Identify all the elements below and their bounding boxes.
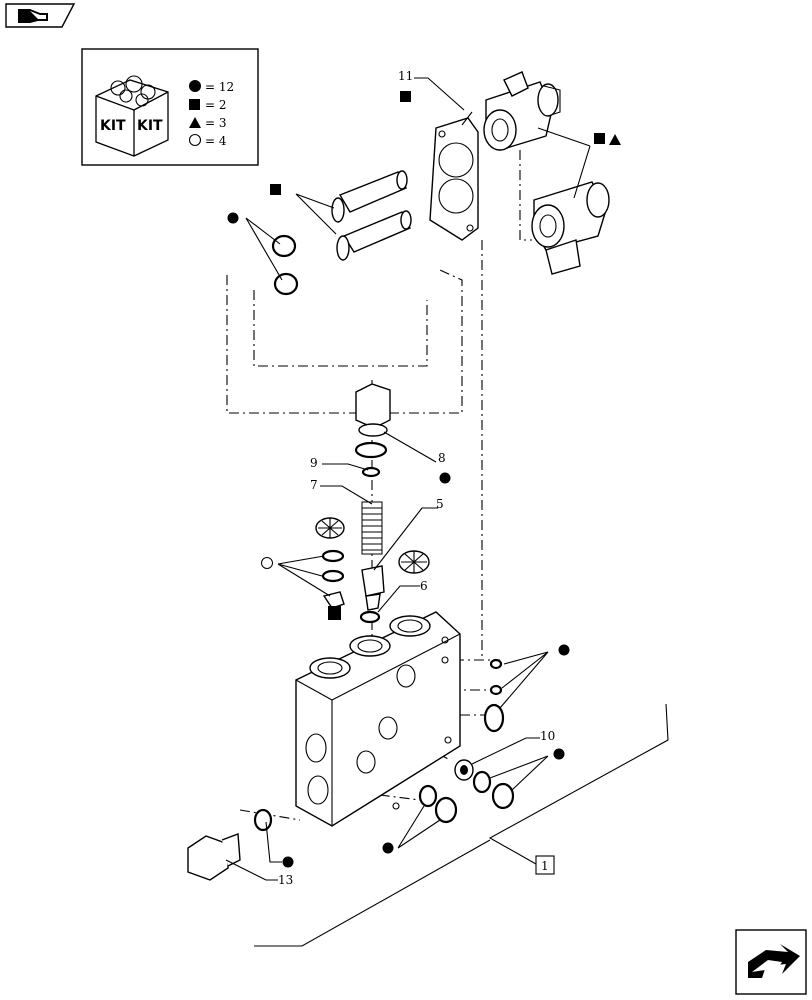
ring-left-1 [321, 549, 345, 563]
leader-lines [225, 77, 669, 947]
filter-left [315, 517, 345, 539]
o-ring-spool-1 [271, 234, 297, 258]
kit-count-triangle: = 3 [205, 116, 227, 130]
solenoid-upper [483, 71, 561, 151]
callout-1: 1 [541, 859, 549, 873]
fitting-10 [454, 759, 474, 781]
callout-6: 6 [420, 579, 428, 593]
o-ring-6 [359, 610, 381, 624]
spool-upper [331, 170, 408, 223]
kit-markers [227, 91, 621, 868]
kit-legend: KIT KIT = 12 = 2 = 3 = 4 [81, 48, 259, 166]
callout-8: 8 [438, 451, 446, 465]
valve-cartridge [361, 565, 385, 611]
spring [361, 501, 383, 555]
solenoid-lower [531, 181, 610, 275]
callout-11: 11 [398, 69, 413, 83]
o-ring-body-6 [418, 784, 438, 808]
plug-top [355, 383, 391, 437]
o-ring-body-4 [472, 770, 492, 794]
callout-7: 7 [310, 478, 318, 492]
circle-symbol-icon [189, 80, 201, 92]
o-ring-spool-2 [273, 272, 299, 296]
next-arrow-icon [748, 944, 800, 978]
plug-13 [187, 833, 241, 881]
kit-count-ring: = 4 [205, 134, 227, 148]
next-nav-button[interactable] [735, 929, 807, 995]
callout-10: 10 [540, 729, 555, 743]
ring-left-2 [321, 569, 345, 583]
check-insert [322, 591, 345, 620]
o-ring-body-7 [434, 796, 458, 824]
back-nav-button[interactable] [5, 3, 76, 28]
o-ring-body-2 [489, 684, 503, 696]
o-ring-body-3 [483, 703, 505, 733]
o-ring-body-5 [491, 782, 515, 810]
o-ring-plug [354, 441, 388, 459]
ring-symbol-icon [188, 133, 202, 147]
flange-plate [429, 111, 479, 241]
triangle-symbol-icon [189, 117, 201, 128]
callout-13: 13 [278, 873, 293, 887]
assembly-ref-box: 1 [535, 855, 555, 875]
o-ring-body-1 [489, 658, 503, 670]
filter-right [398, 550, 430, 574]
kit-box-icon: KIT KIT [95, 75, 169, 157]
callout-5: 5 [436, 497, 444, 511]
kit-count-circle: = 12 [205, 80, 234, 94]
square-symbol-icon [189, 99, 200, 110]
callout-9: 9 [310, 456, 318, 470]
spool-lower [336, 210, 412, 261]
back-arrow-icon [18, 9, 48, 23]
o-ring-13 [253, 808, 273, 832]
valve-body [295, 611, 461, 827]
kit-label-right: KIT [137, 118, 163, 134]
kit-label-left: KIT [100, 118, 126, 134]
kit-count-square: = 2 [205, 98, 227, 112]
